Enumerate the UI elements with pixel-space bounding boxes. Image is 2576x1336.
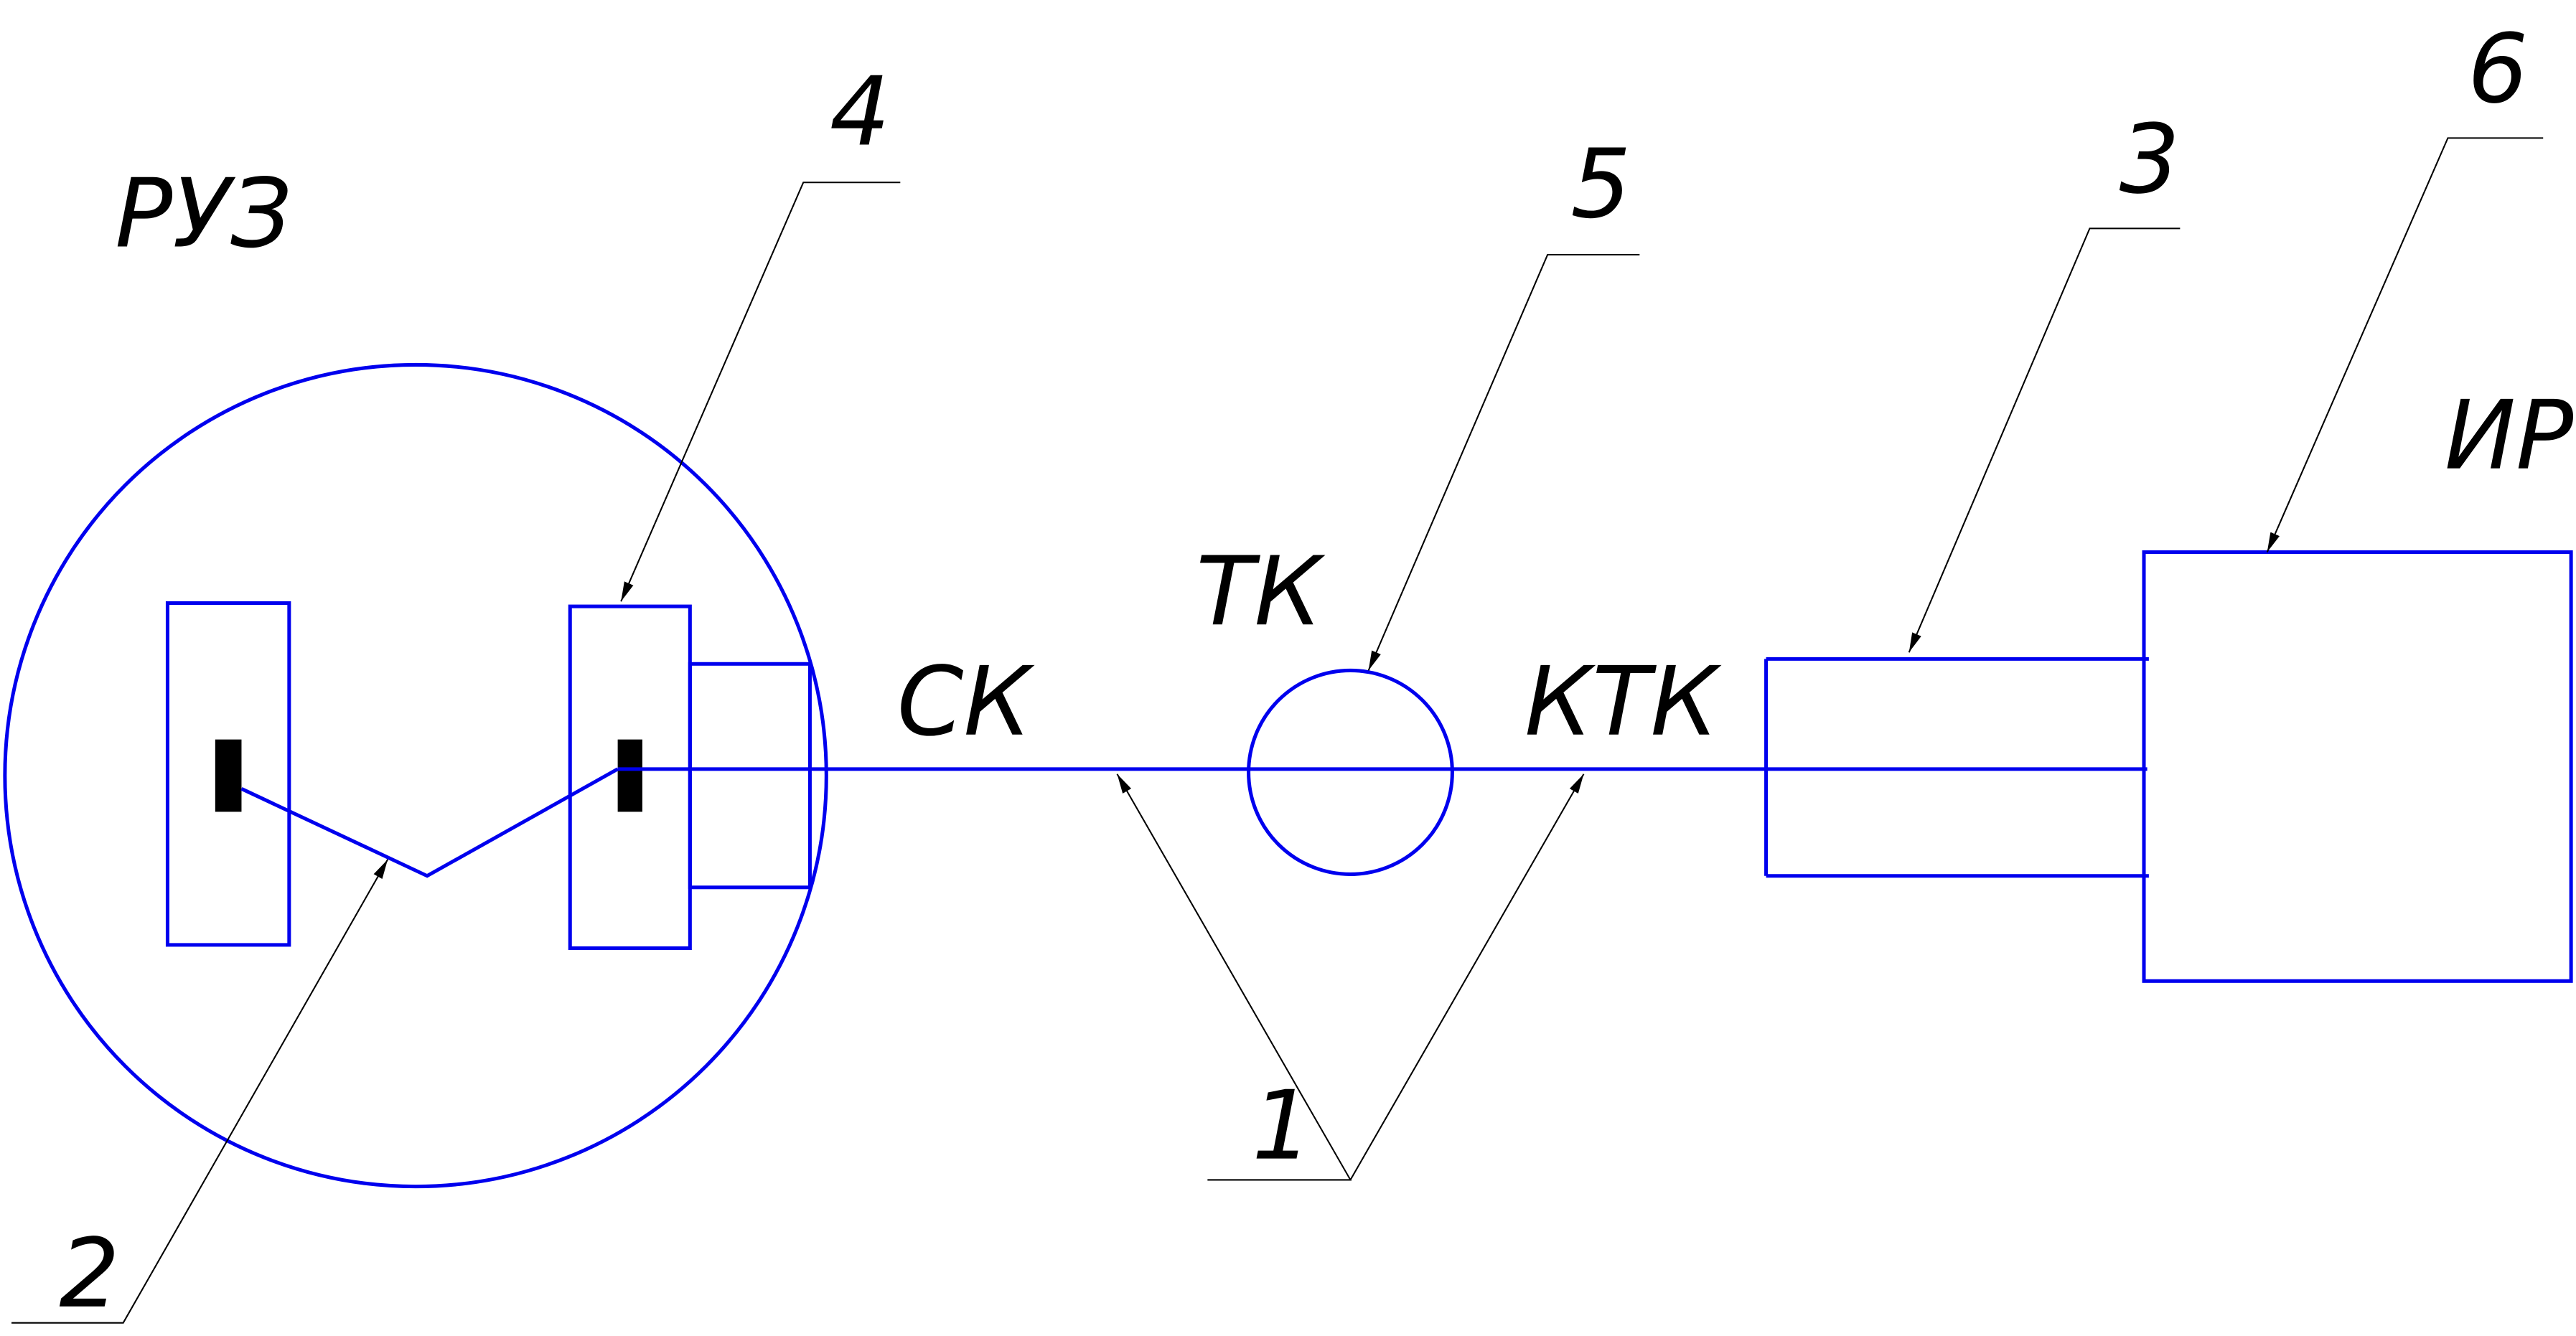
label-ruz: РУЗ bbox=[115, 159, 291, 270]
left-unit-rect bbox=[165, 601, 291, 947]
right-contact-bar bbox=[617, 739, 642, 812]
leader-2 bbox=[11, 859, 389, 1324]
leader-4 bbox=[620, 182, 901, 602]
callout-4: 4 bbox=[830, 57, 890, 168]
ruz-circle bbox=[3, 362, 828, 1189]
label-ktk: КТК bbox=[1524, 647, 1722, 758]
leader-1a bbox=[1116, 773, 1352, 1181]
callout-1: 1 bbox=[1252, 1071, 1312, 1182]
callout-5: 5 bbox=[1570, 129, 1631, 240]
label-tk: ТК bbox=[1196, 537, 1326, 647]
leader-1b bbox=[1349, 773, 1585, 1180]
label-ir: ИР bbox=[2445, 381, 2573, 491]
tk-circle-5 bbox=[1247, 668, 1454, 876]
left-contact-bar bbox=[215, 739, 242, 812]
leader-5 bbox=[1367, 253, 1640, 671]
callout-2: 2 bbox=[59, 1219, 119, 1330]
zigzag-wire-2 bbox=[240, 767, 619, 878]
connector-rect bbox=[688, 662, 812, 890]
ir-block-6 bbox=[2142, 550, 2573, 983]
callout-3: 3 bbox=[2120, 105, 2180, 215]
label-sk: СК bbox=[897, 647, 1036, 758]
leader-3 bbox=[1908, 227, 2181, 653]
leader-6 bbox=[2266, 137, 2544, 552]
callout-6: 6 bbox=[2468, 14, 2528, 125]
